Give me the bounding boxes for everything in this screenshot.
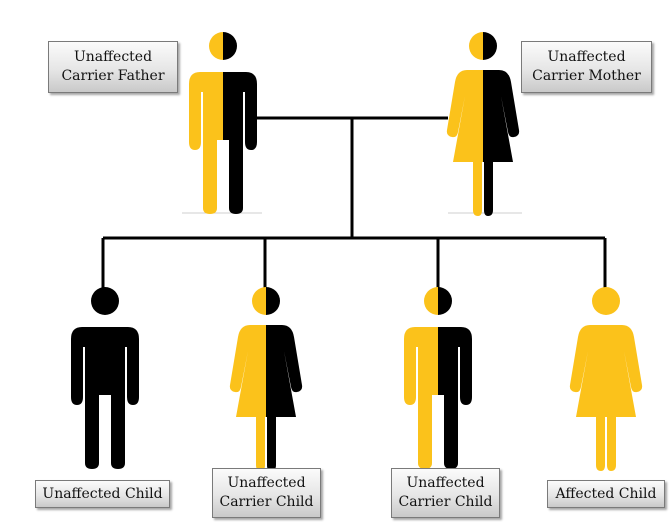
child-2-label: Unaffected Carrier Child bbox=[212, 468, 321, 518]
child-2-label-line2: Carrier Child bbox=[219, 494, 314, 510]
child-4-label-line1: Affected Child bbox=[555, 485, 657, 502]
child-3-male-figure bbox=[404, 287, 472, 469]
child-1-label-line1: Unaffected Child bbox=[42, 485, 163, 502]
pedigree-figures bbox=[71, 32, 643, 471]
pedigree-lines bbox=[101, 116, 607, 292]
child-1-male-figure bbox=[71, 287, 139, 469]
mother-label-line1: Unaffected bbox=[547, 49, 626, 65]
child-4-label: Affected Child bbox=[547, 480, 665, 508]
child-3-affected-half bbox=[404, 287, 438, 469]
mother-female-figure bbox=[446, 32, 520, 216]
child-3-normal-half bbox=[438, 287, 472, 469]
child-2-normal-half bbox=[266, 287, 303, 471]
child-2-female-figure bbox=[229, 287, 303, 471]
father-male-figure bbox=[189, 32, 257, 214]
child-3-label-line1: Unaffected bbox=[406, 475, 485, 491]
mother-label-line2: Carrier Mother bbox=[532, 68, 641, 84]
child-4-female-figure bbox=[569, 287, 643, 471]
mother-affected-half bbox=[446, 32, 483, 216]
child-3-label: Unaffected Carrier Child bbox=[391, 468, 500, 518]
child-1-label: Unaffected Child bbox=[35, 480, 170, 508]
mother-normal-half bbox=[483, 32, 520, 216]
father-normal-half bbox=[223, 32, 257, 214]
father-label-line2: Carrier Father bbox=[61, 68, 165, 84]
child-2-affected-half bbox=[229, 287, 266, 471]
father-affected-half bbox=[189, 32, 223, 214]
child-2-label-line1: Unaffected bbox=[227, 475, 306, 491]
father-label: Unaffected Carrier Father bbox=[48, 41, 178, 93]
child-3-label-line2: Carrier Child bbox=[398, 494, 493, 510]
father-label-line1: Unaffected bbox=[73, 49, 153, 65]
mother-label: Unaffected Carrier Mother bbox=[521, 41, 652, 93]
